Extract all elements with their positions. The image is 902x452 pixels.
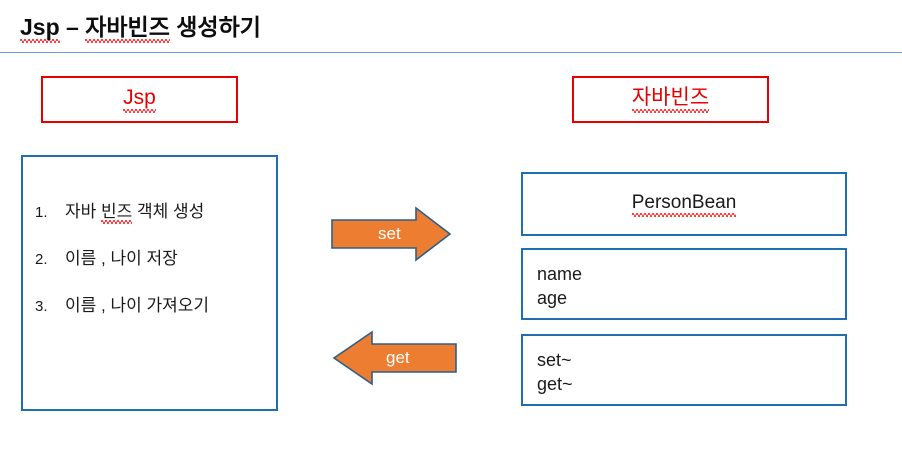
arrow-right-icon [331,206,452,262]
bean-class-name: PersonBean [631,191,737,217]
bean-methods-box: set~ get~ [521,334,847,406]
list-item-number: 1. [35,204,48,221]
jsp-steps-box: 1. 자바 빈즈 객체 생성 2. 이름 , 나이 저장 3. 이름 , 나이 … [21,155,278,411]
page-title-jsp: Jsp [20,14,60,43]
page-title: Jsp – 자바빈즈 생성하기 [20,8,261,42]
title-divider [0,52,902,53]
list-item-label: 이름 , 나이 가져오기 [65,296,210,315]
label-box-javabeans: 자바빈즈 [572,76,769,123]
list-item: 3. 이름 , 나이 가져오기 [23,291,276,316]
page-title-javabeans: 자바빈즈 [85,14,170,43]
label-box-jsp-text: Jsp [123,86,156,112]
list-item: 1. 자바 빈즈 객체 생성 [23,197,276,222]
jsp-steps-list: 1. 자바 빈즈 객체 생성 2. 이름 , 나이 저장 3. 이름 , 나이 … [23,197,276,316]
label-box-jsp: Jsp [41,76,238,123]
label-box-javabeans-text: 자바빈즈 [631,86,710,112]
list-item: 2. 이름 , 나이 저장 [23,244,276,269]
list-item-label: 이름 , 나이 저장 [65,249,178,268]
bean-method-setter: set~ [537,350,572,370]
bean-field-age: age [537,288,568,309]
arrow-set: set [330,206,452,262]
bean-method-getter: get~ [537,374,573,395]
bean-class-box: PersonBean [521,172,847,236]
list-item-number: 2. [35,251,48,268]
arrow-get-label: get [386,348,410,367]
bean-fields-box: name age [521,248,847,320]
page-title-dash: – [59,14,86,40]
arrow-set-label: set [378,224,401,243]
arrow-left-icon [332,330,457,386]
bean-field-name: name [537,264,583,284]
list-item-number: 3. [35,298,48,315]
list-item-label: 자바 빈즈 객체 생성 [57,197,204,222]
arrow-get: get [330,330,458,386]
list-item-misspelled-word: 빈즈 [101,202,133,224]
page-title-rest: 생성하기 [169,14,261,40]
